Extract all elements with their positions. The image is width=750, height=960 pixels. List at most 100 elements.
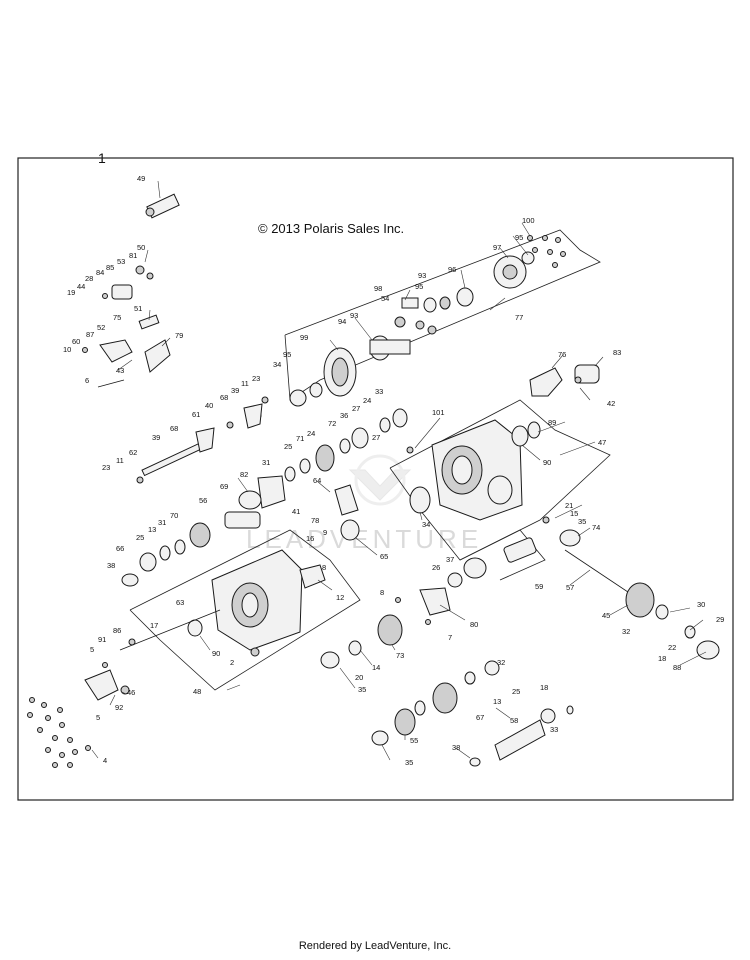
callout-label: 32 <box>622 627 630 636</box>
callout-label: 9 <box>323 528 327 537</box>
watermark-text: LEADVENTURE <box>246 524 482 554</box>
callout-label: 45 <box>602 611 610 620</box>
callout-label: 53 <box>117 257 125 266</box>
differential-assembly-part <box>369 335 411 361</box>
callout-label: 35 <box>358 685 366 694</box>
callout-label: 100 <box>522 216 535 225</box>
callout-label: 62 <box>129 448 137 457</box>
callout-label: 88 <box>673 663 681 672</box>
callout-label: 79 <box>175 331 183 340</box>
callout-label: 68 <box>170 424 178 433</box>
callout-label: 95 <box>515 233 523 242</box>
callout-label: 25 <box>284 442 292 451</box>
callout-label: 82 <box>240 470 248 479</box>
callout-label: 11 <box>116 456 124 465</box>
callout-label: 84 <box>96 268 104 277</box>
callout-label: 50 <box>137 243 145 252</box>
callout-label: 18 <box>658 654 666 663</box>
callout-label: 34 <box>273 360 281 369</box>
callout-label: 43 <box>116 366 124 375</box>
callout-label: 35 <box>578 517 586 526</box>
callout-label: 89 <box>548 418 556 427</box>
lower-gear-set <box>320 587 451 669</box>
shift-drum-assembly <box>136 396 269 484</box>
bearing-stack-upper <box>394 287 474 335</box>
gearcase-housing-part <box>406 419 541 521</box>
callout-label: 55 <box>410 736 418 745</box>
callout-label: 17 <box>150 621 158 630</box>
callout-label: 73 <box>396 651 404 660</box>
callout-label: 87 <box>86 330 94 339</box>
callout-label: 80 <box>470 620 478 629</box>
callout-label: 47 <box>598 438 606 447</box>
callout-label: 37 <box>446 555 454 564</box>
callout-label: 24 <box>363 396 371 405</box>
callout-label: 72 <box>328 419 336 428</box>
callout-label: 63 <box>176 598 184 607</box>
callout-label: 42 <box>607 399 615 408</box>
callout-label: 8 <box>322 563 326 572</box>
callout-label: 90 <box>543 458 551 467</box>
lower-gearcase-part <box>187 549 326 657</box>
callout-label: 60 <box>72 337 80 346</box>
mount-bracket-part <box>529 364 600 397</box>
callout-label: 38 <box>452 743 460 752</box>
callout-label: 93 <box>418 271 426 280</box>
callout-label: 30 <box>697 600 705 609</box>
callout-label: 35 <box>405 758 413 767</box>
bottom-shaft-stack <box>371 660 574 767</box>
callout-label: 22 <box>668 643 676 652</box>
callout-label: 14 <box>372 663 380 672</box>
callout-label: 25 <box>512 687 520 696</box>
ring-gear-part <box>323 347 357 397</box>
callout-label: 93 <box>350 311 358 320</box>
countershaft-gear-stack <box>284 408 408 482</box>
callout-label: 31 <box>262 458 270 467</box>
callout-label: 11 <box>241 379 249 388</box>
callout-label: 99 <box>300 333 308 342</box>
callout-label: 28 <box>85 274 93 283</box>
shift-linkage-parts <box>82 265 171 388</box>
callout-label: 20 <box>355 673 363 682</box>
footer-credit: Rendered by LeadVenture, Inc. <box>298 940 452 952</box>
callout-label: 92 <box>115 703 123 712</box>
callout-label: 34 <box>422 520 430 529</box>
callout-label: 36 <box>340 411 348 420</box>
watermark-logo <box>348 454 412 506</box>
callout-label: 31 <box>158 518 166 527</box>
callout-label: 95 <box>283 350 291 359</box>
callout-label: 58 <box>510 716 518 725</box>
callout-label: 71 <box>296 434 304 443</box>
callout-label: 74 <box>592 523 600 532</box>
callout-label: 61 <box>192 410 200 419</box>
callout-label: 5 <box>90 645 94 654</box>
callout-label: 29 <box>716 615 724 624</box>
callout-label: 7 <box>448 633 452 642</box>
callout-label: 33 <box>550 725 558 734</box>
callout-label: 4 <box>103 756 107 765</box>
bearing-pair-left <box>289 382 323 407</box>
callout-label: 5 <box>96 713 100 722</box>
callout-label: 41 <box>292 507 300 516</box>
callout-label: 23 <box>102 463 110 472</box>
callout-label: 68 <box>220 393 228 402</box>
callout-label: 67 <box>476 713 484 722</box>
callout-label: 44 <box>77 282 85 291</box>
callout-label: 48 <box>193 687 201 696</box>
callout-labels: 49 100 95 97 50 81 53 85 84 28 44 19 96 … <box>63 174 724 767</box>
callout-label: 26 <box>432 563 440 572</box>
callout-label: 21 <box>565 501 573 510</box>
callout-label: 91 <box>98 635 106 644</box>
callout-label: 46 <box>127 688 135 697</box>
leader-lines <box>91 180 707 761</box>
gear-plate-part <box>121 475 360 587</box>
callout-label: 49 <box>137 174 145 183</box>
callout-label: 56 <box>199 496 207 505</box>
callout-label: 77 <box>515 313 523 322</box>
callout-label: 64 <box>313 476 321 485</box>
callout-label: 52 <box>97 323 105 332</box>
callout-label: 18 <box>540 683 548 692</box>
callout-label: 27 <box>352 404 360 413</box>
callout-label: 13 <box>493 697 501 706</box>
